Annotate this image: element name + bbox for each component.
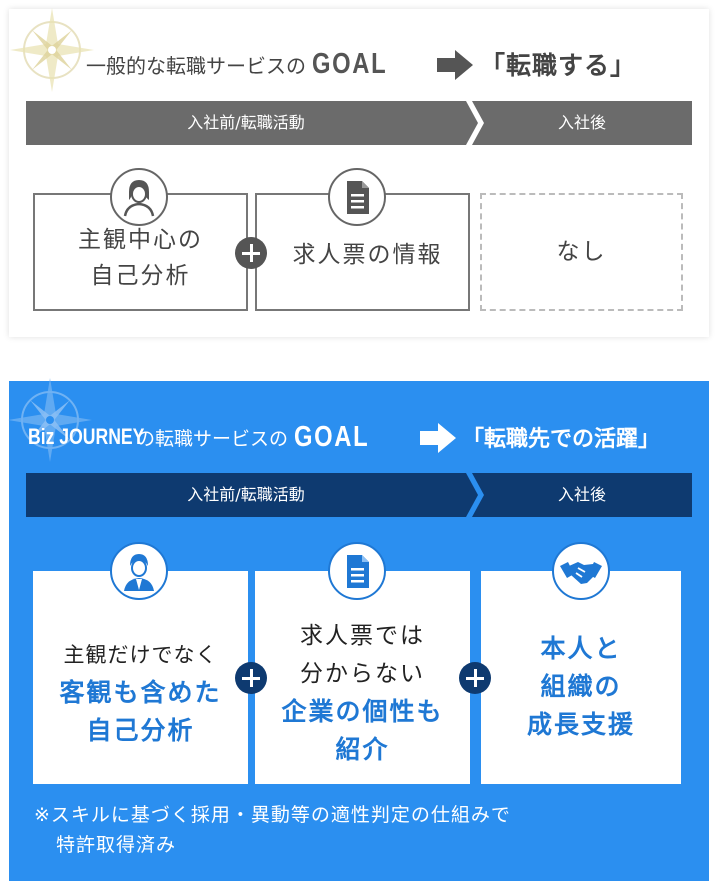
general-phase-after: 入社後	[557, 113, 606, 132]
bizjourney-goal-label: GOAL	[294, 420, 370, 453]
plus-icon	[459, 662, 491, 694]
general-box-none: なし	[480, 193, 683, 311]
general-box3-text: なし	[556, 239, 607, 265]
arrow-right-icon	[437, 50, 473, 80]
compass-rose-icon	[8, 378, 92, 462]
arrow-right-icon	[420, 423, 456, 453]
bizjourney-phase-before: 入社前/転職活動	[187, 485, 305, 504]
compass-rose-icon	[10, 8, 94, 92]
patent-note: ※スキルに基づく採用・異動等の適性判定の仕組みで 特許取得済み	[34, 800, 511, 860]
bizjourney-box2-bold1: 企業の個性も	[281, 696, 444, 726]
bizjourney-box-self-analysis: 主観だけでなく 客観も含めた 自己分析	[33, 571, 248, 784]
general-title-prefix: 一般的な転職サービスの	[86, 53, 306, 78]
plus-icon	[235, 237, 267, 269]
general-phase-before: 入社前/転職活動	[187, 113, 305, 132]
bizjourney-goal-title: Biz JOURNEY の転職サービスの GOAL	[28, 414, 386, 460]
bizjourney-box-growth: 本人と 組織の 成長支援	[481, 571, 681, 784]
patent-note-line1: ※スキルに基づく採用・異動等の適性判定の仕組みで	[34, 804, 511, 826]
bizjourney-box3-bold2: 組織の	[540, 671, 622, 701]
general-goal-label: GOAL	[312, 47, 388, 80]
bizjourney-title-suffix: の転職サービスの	[136, 427, 289, 450]
bizjourney-box1-line1: 主観だけでなく	[63, 642, 218, 667]
bizjourney-box3-bold3: 成長支援	[526, 709, 635, 739]
bizjourney-title-brand: Biz JOURNEY	[28, 424, 145, 449]
bizjourney-box1-bold2: 自己分析	[86, 715, 195, 745]
bizjourney-box2-bold2: 紹介	[335, 734, 390, 764]
general-box2-text: 求人票の情報	[292, 242, 443, 268]
bizjourney-box3-bold1: 本人と	[540, 633, 622, 663]
businessman-icon	[110, 542, 168, 600]
plus-icon	[235, 662, 267, 694]
person-icon	[110, 168, 168, 226]
general-goal-result: 「転職する」	[480, 51, 637, 80]
document-icon	[328, 168, 386, 226]
general-phase-bar	[26, 101, 692, 145]
handshake-icon	[552, 542, 610, 600]
bizjourney-box-company: 求人票では 分からない 企業の個性も 紹介	[255, 571, 470, 784]
bizjourney-box2-line2: 分からない	[299, 660, 425, 687]
general-box1-line1: 主観中心の	[78, 227, 203, 253]
general-box1-line2: 自己分析	[90, 263, 191, 289]
general-goal-title: 一般的な転職サービスの GOAL	[86, 42, 404, 86]
bizjourney-goal-result: 「転職先での活躍」	[462, 427, 661, 452]
bizjourney-goal-result-wrap: 「転職先での活躍」	[462, 414, 660, 460]
patent-note-line2: 特許取得済み	[56, 834, 177, 856]
bizjourney-phase-after: 入社後	[557, 485, 606, 504]
bizjourney-box1-bold1: 客観も含めた	[59, 677, 222, 707]
general-goal-result-wrap: 「転職する」	[480, 42, 636, 86]
bizjourney-phase-bar	[26, 473, 692, 517]
bizjourney-box2-line1: 求人票では	[299, 622, 425, 649]
document-icon	[328, 542, 386, 600]
